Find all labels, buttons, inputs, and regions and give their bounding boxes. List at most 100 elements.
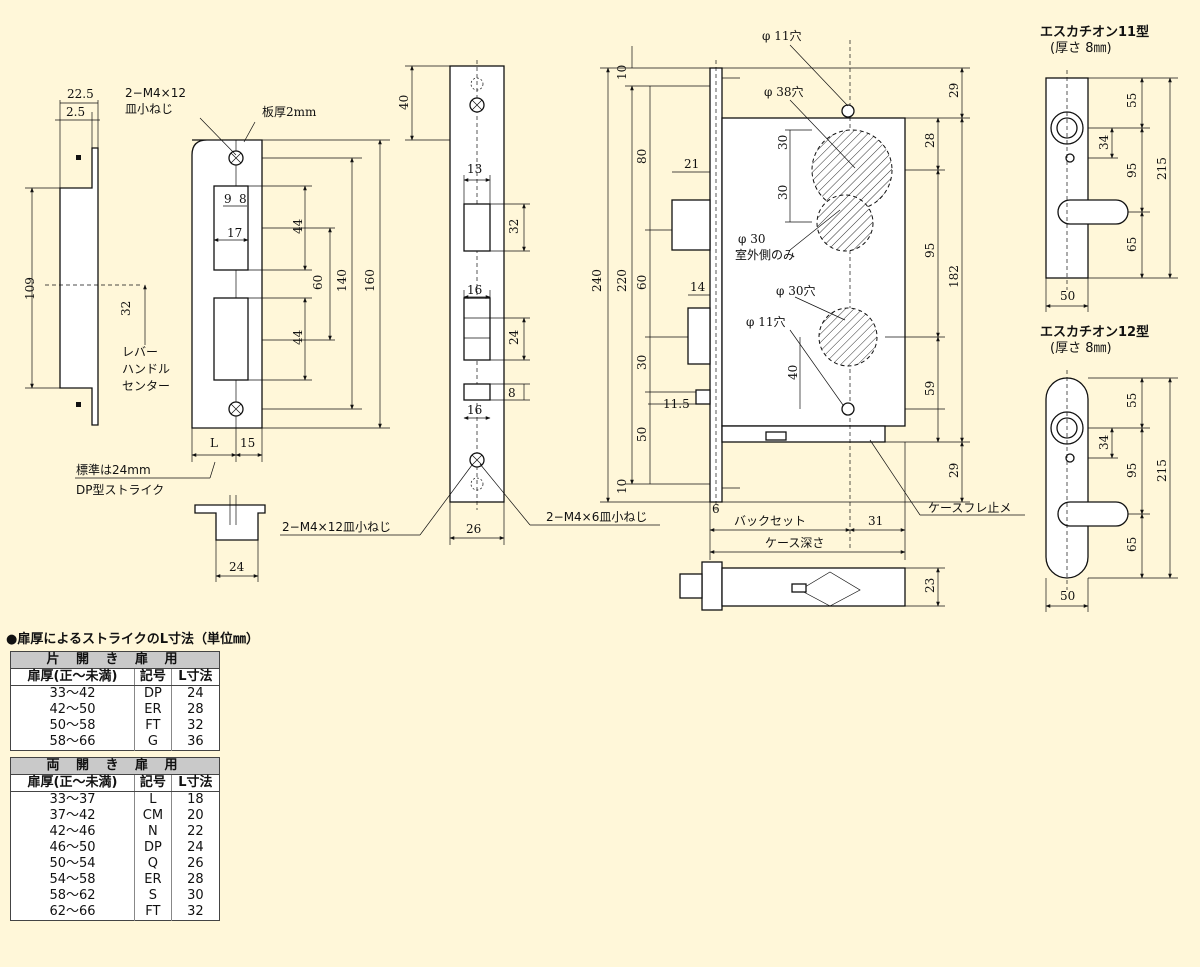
- escutcheon-12-view: エスカチオン12型 (厚さ 8㎜) 55 34 95 215 65 50: [1040, 324, 1178, 612]
- col-l-size: L寸法: [170, 668, 220, 686]
- strike-screw-label2: 皿小ねじ: [125, 102, 173, 116]
- dim-23: 23: [923, 578, 937, 593]
- dim-80: 80: [635, 149, 649, 164]
- esc11-dim-95: 95: [1125, 163, 1139, 178]
- cell-l-size: 24: [170, 840, 220, 856]
- esc11-dim-215: 215: [1155, 157, 1169, 180]
- dim-220: 220: [615, 269, 629, 292]
- cell-thickness: 33〜42: [10, 685, 135, 702]
- cell-l-size: 18: [170, 791, 220, 808]
- dim-16-lower: 16: [467, 403, 482, 417]
- dim-15: 15: [240, 436, 255, 450]
- cell-l-size: 32: [170, 718, 220, 734]
- cell-code: ER: [133, 872, 172, 888]
- esc11-dim-50: 50: [1060, 289, 1075, 303]
- esc12-dim-34: 34: [1097, 434, 1111, 450]
- cell-l-size: 28: [170, 872, 220, 888]
- dim-21: 21: [684, 157, 699, 171]
- hole-30b-label: φ 30穴: [776, 283, 816, 298]
- lever-label-2: ハンドル: [122, 362, 170, 376]
- cell-code: N: [133, 824, 172, 840]
- double-door-caption: 両 開 き 扉 用: [10, 757, 220, 775]
- dim-22-5: 22.5: [67, 87, 94, 101]
- dim-8: 8: [239, 192, 247, 206]
- strike-screw-label: 2−M4×12: [125, 86, 186, 100]
- hole-38-label: φ 38穴: [764, 84, 804, 99]
- escutcheon-11-thickness: (厚さ 8㎜): [1050, 41, 1112, 56]
- front-plate-view: 40 13 32 16 24 8 16 26 2−M4×12皿小ねじ 2−M4×…: [280, 60, 660, 545]
- dp-strike-label: DP型ストライク: [76, 483, 164, 497]
- lever-label-3: センター: [122, 379, 170, 393]
- cell-l-size: 32: [170, 904, 220, 921]
- case-depth-label: ケース深さ: [765, 536, 824, 550]
- cell-code: L: [133, 791, 172, 808]
- escutcheon-11-title: エスカチオン11型: [1040, 24, 1149, 40]
- dim-31: 31: [868, 514, 883, 528]
- standard-label: 標準は24mm: [76, 462, 151, 477]
- dim-11-5: 11.5: [663, 397, 690, 411]
- dim-32: 32: [119, 301, 133, 316]
- esc12-dim-65: 65: [1125, 537, 1139, 552]
- cell-thickness: 58〜66: [10, 734, 135, 751]
- dim-240: 240: [590, 269, 604, 292]
- hole-11-top-label: φ 11穴: [762, 28, 802, 43]
- col-code: 記号: [133, 668, 172, 686]
- single-door-caption: 片 開 き 扉 用: [10, 651, 220, 669]
- l-dimension-tables: ●扉厚によるストライクのL寸法（単位㎜） 片 開 き 扉 用 扉厚(正〜未満) …: [6, 628, 259, 927]
- strike-side-view: 22.5 2.5 109: [23, 87, 140, 426]
- dim-lock-95: 95: [923, 243, 937, 258]
- strike-tongue-view: 24: [194, 495, 266, 582]
- dim-44-upper: 44: [291, 218, 305, 234]
- dim-109: 109: [23, 277, 37, 300]
- dim-59: 59: [923, 381, 937, 396]
- cell-l-size: 20: [170, 808, 220, 824]
- dim-16-upper: 16: [467, 283, 482, 297]
- hole-11-bottom-label: φ 11穴: [746, 314, 786, 329]
- dim-front-24: 24: [507, 329, 521, 345]
- dim-14: 14: [690, 280, 706, 294]
- dim-160: 160: [363, 269, 377, 292]
- dim-2-5: 2.5: [66, 105, 85, 119]
- cell-l-size: 30: [170, 888, 220, 904]
- col-thickness: 扉厚(正〜未満): [10, 774, 135, 792]
- escutcheon-12-thickness: (厚さ 8㎜): [1050, 341, 1112, 356]
- backset-label: バックセット: [734, 514, 806, 528]
- cell-thickness: 46〜50: [10, 840, 135, 856]
- dim-182: 182: [947, 265, 961, 288]
- dim-front-32: 32: [507, 219, 521, 234]
- cell-code: Q: [133, 856, 172, 872]
- cell-thickness: 37〜42: [10, 808, 135, 824]
- dim-6: 6: [712, 502, 720, 516]
- esc12-dim-50: 50: [1060, 589, 1075, 603]
- hole-30-note: 室外側のみ: [735, 247, 795, 262]
- dim-lock-60: 60: [635, 275, 649, 290]
- dim-60: 60: [311, 275, 325, 290]
- screw-label-right: 2−M4×6皿小ねじ: [546, 510, 647, 524]
- dim-lock-30: 30: [635, 355, 649, 370]
- hole-30-label: φ 30: [738, 232, 766, 246]
- lever-label-1: レバー: [122, 345, 158, 359]
- escutcheon-11-view: エスカチオン11型 (厚さ 8㎜) 55 34 95 215 65 50: [1040, 24, 1178, 312]
- case-stop-label: ケースフレ止メ: [928, 501, 1011, 515]
- cell-thickness: 58〜62: [10, 888, 135, 904]
- cell-l-size: 26: [170, 856, 220, 872]
- dim-40: 40: [397, 95, 411, 110]
- esc12-dim-55: 55: [1125, 393, 1139, 408]
- dim-29-bottom: 29: [947, 463, 961, 478]
- esc12-dim-95: 95: [1125, 463, 1139, 478]
- cell-code: DP: [133, 685, 172, 702]
- cell-thickness: 42〜46: [10, 824, 135, 840]
- dim-lock-40: 40: [786, 365, 800, 380]
- cell-code: CM: [133, 808, 172, 824]
